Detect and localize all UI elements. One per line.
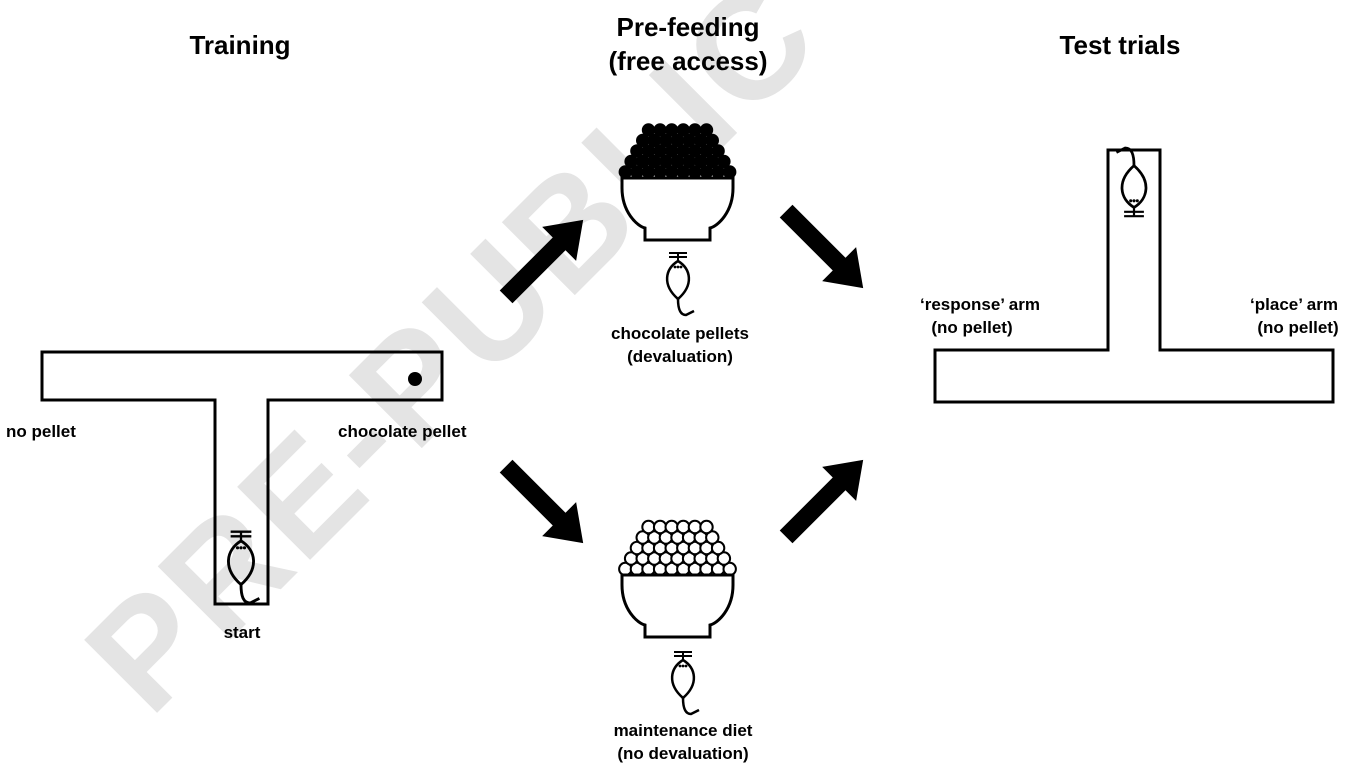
pellet xyxy=(641,123,656,137)
label-no-pellet: no pellet xyxy=(6,422,76,441)
pellet xyxy=(664,519,679,535)
heading-prefeeding-line1: Pre-feeding xyxy=(616,12,759,42)
label-maintenance-diet: maintenance diet xyxy=(614,721,753,740)
arrow-devaluation-to-test-icon xyxy=(779,204,864,289)
pellet xyxy=(653,123,667,137)
arrow-training-to-devaluation-icon xyxy=(499,219,584,304)
label-start: start xyxy=(224,623,261,642)
label-response-arm-no-pellet: (no pellet) xyxy=(931,318,1012,337)
arrow-maintenance-to-test-icon xyxy=(779,459,864,544)
pellet xyxy=(676,519,691,535)
label-no-devaluation: (no devaluation) xyxy=(617,744,748,763)
pellet xyxy=(717,154,731,169)
chocolate-pellet-bowl-icon xyxy=(618,123,737,317)
pellet xyxy=(705,530,720,545)
pellet xyxy=(716,551,732,566)
pellet xyxy=(711,144,725,158)
mouse-icon xyxy=(665,251,696,317)
pellet xyxy=(665,123,679,137)
pellet xyxy=(676,123,690,137)
pellet xyxy=(641,519,656,535)
pellet xyxy=(687,519,703,535)
pellet xyxy=(699,123,714,137)
label-chocolate-pellets: chocolate pellets xyxy=(611,324,749,343)
label-place-arm: ‘place’ arm xyxy=(1250,295,1338,314)
maintenance-diet-bowl-icon xyxy=(618,519,737,716)
chocolate-pellet-icon xyxy=(408,372,422,386)
pellet xyxy=(699,519,714,535)
pellet xyxy=(688,123,702,137)
mouse-icon xyxy=(670,650,701,716)
test-t-maze xyxy=(933,146,1335,404)
pellet xyxy=(652,519,668,535)
label-response-arm: ‘response’ arm xyxy=(920,295,1040,314)
heading-test-trials: Test trials xyxy=(1060,30,1181,60)
label-devaluation: (devaluation) xyxy=(627,347,733,366)
label-chocolate-pellet: chocolate pellet xyxy=(338,422,467,441)
arrow-training-to-maintenance-icon xyxy=(499,459,584,544)
label-place-arm-no-pellet: (no pellet) xyxy=(1257,318,1338,337)
heading-prefeeding-line2: (free access) xyxy=(609,46,768,76)
heading-training: Training xyxy=(189,30,290,60)
watermark-text: PRE-PUBLIC xyxy=(54,0,849,743)
pellet xyxy=(705,133,719,148)
pellet xyxy=(710,540,726,556)
mouse-icon xyxy=(1115,146,1148,218)
training-t-maze xyxy=(40,350,444,606)
